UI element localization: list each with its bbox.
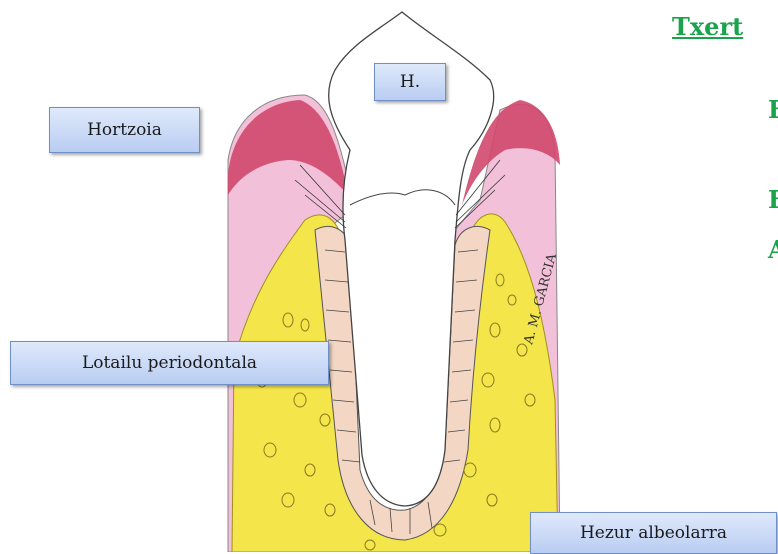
- side-letter-2: E: [768, 185, 778, 214]
- label-gum: Hortzoia: [49, 107, 200, 153]
- side-letter-3: A: [768, 235, 778, 264]
- label-crown: H.: [374, 63, 446, 101]
- side-letter-1: E: [768, 95, 778, 124]
- label-alveolar-bone: Hezur albeolarra: [530, 512, 777, 554]
- slide-title: Txert: [672, 12, 743, 41]
- label-periodontal-ligament: Lotailu periodontala: [10, 341, 329, 385]
